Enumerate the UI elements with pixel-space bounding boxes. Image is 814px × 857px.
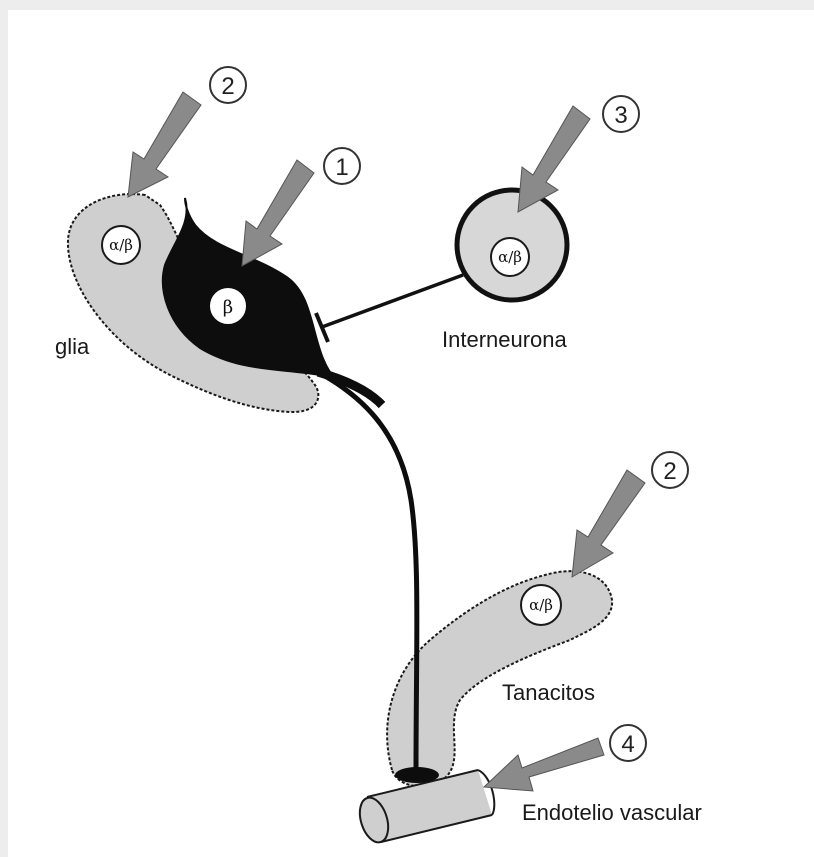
marker-glia: 2 <box>210 67 246 103</box>
tanycyte-receptor-label: α/β <box>529 596 553 614</box>
neuron-receptor-badge: β <box>211 289 245 323</box>
diagram-canvas: α/β β α/β α/β 2 1 3 2 4 glia Interneuron… <box>8 10 814 857</box>
marker-neuron: 1 <box>324 148 360 184</box>
glia-receptor-badge: α/β <box>102 226 140 264</box>
neuron-receptor-label: β <box>223 297 233 318</box>
arrow-tanycyte <box>572 470 645 577</box>
interneuron-receptor-badge: α/β <box>491 238 529 276</box>
tanacitos-label: Tanacitos <box>502 680 595 705</box>
inhibitory-connection <box>322 275 463 327</box>
endotelio-label: Endotelio vascular <box>522 800 702 825</box>
diagram-svg: α/β β α/β α/β 2 1 3 2 4 glia Interneuron… <box>8 10 814 857</box>
interneurona-label: Interneurona <box>442 327 568 352</box>
glia-label: glia <box>55 334 90 359</box>
arrow-interneuron <box>518 106 590 212</box>
marker-neuron-number: 1 <box>335 154 348 181</box>
marker-endothelium: 4 <box>610 725 646 761</box>
marker-interneuron-number: 3 <box>614 102 627 129</box>
glia-receptor-label: α/β <box>109 236 133 254</box>
marker-endothelium-number: 4 <box>621 731 634 758</box>
arrow-endothelium <box>484 738 604 791</box>
axon-terminal <box>395 767 439 783</box>
marker-glia-number: 2 <box>221 73 234 100</box>
marker-tanycyte: 2 <box>652 452 688 488</box>
marker-tanycyte-number: 2 <box>663 458 676 485</box>
tanycyte-receptor-badge: α/β <box>521 585 561 625</box>
arrow-neuron <box>242 160 314 266</box>
marker-interneuron: 3 <box>603 96 639 132</box>
inhibitory-bar <box>316 313 328 342</box>
interneuron-receptor-label: α/β <box>498 248 522 266</box>
arrow-glia <box>128 92 201 197</box>
